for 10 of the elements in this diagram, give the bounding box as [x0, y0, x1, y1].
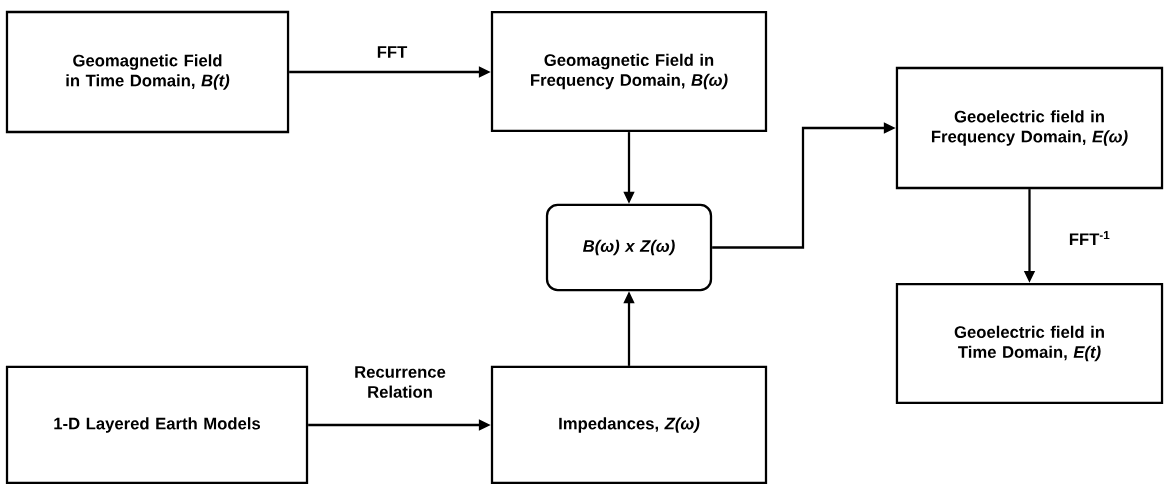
process-box: Geoelectric field in Time Domain, E(t) [895, 282, 1164, 405]
process-box: Geomagnetic Field in Time Domain, B(t) [5, 10, 290, 134]
edge-label: FFT$^{-1}$ [1069, 231, 1110, 245]
edge-label: Recurrence Relation [355, 366, 446, 398]
process-box: Impedances, Z(ω) [490, 365, 768, 485]
process-box: Geomagnetic Field in Frequency Domain, B(ω) [490, 10, 768, 133]
process-box: Geoelectric field in Frequency Domain, E(ω) [895, 66, 1164, 190]
edge-label: FFT [377, 46, 408, 58]
process-box: 1-D Layered Earth Models [5, 365, 309, 485]
operation-box: B(ω) x Z(ω) [545, 203, 713, 292]
